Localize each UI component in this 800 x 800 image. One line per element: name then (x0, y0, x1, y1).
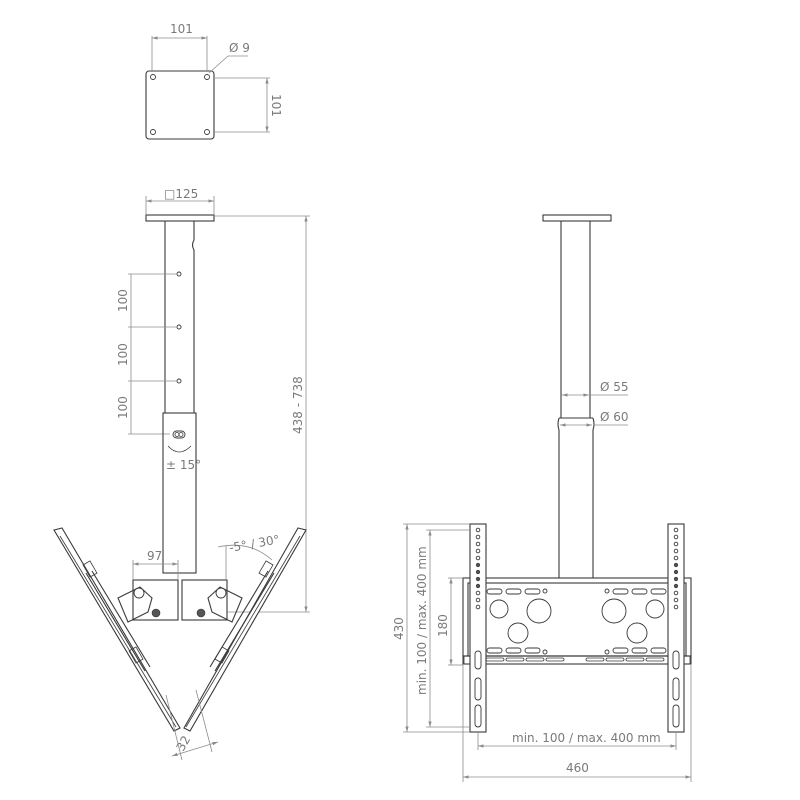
side-view: □125 100 100 100 ± 15° 438 - 738 (53, 187, 310, 761)
left-arm-holes (475, 527, 481, 610)
hole-spacing-1-label: 100 (116, 289, 130, 312)
right-arm-holes (673, 527, 679, 610)
vesa-horizontal-label: min. 100 / max. 400 mm (512, 731, 661, 745)
total-width-label: 460 (566, 761, 589, 775)
hole-spacing-3-label: 100 (116, 396, 130, 419)
plate-size-label: □125 (164, 187, 198, 201)
height-range-label: 438 - 738 (291, 376, 305, 434)
bracket-width-label: 97 (147, 549, 162, 563)
tilt-angle-label: -5° / 30° (228, 532, 281, 555)
plate-height-label: 101 (269, 94, 283, 117)
ceiling-plate-view: 101 Ø 9 101 (145, 22, 283, 140)
vesa-vertical-label: min. 100 / max. 400 mm (415, 546, 429, 695)
front-view: Ø 55 Ø 60 (392, 214, 692, 782)
pole-upper-diameter-label: Ø 55 (600, 380, 629, 394)
plate-width-label: 101 (170, 22, 193, 36)
depth-label: 32 (173, 733, 193, 753)
pole-lower-diameter-label: Ø 60 (600, 410, 629, 424)
frame-height-label: 180 (436, 614, 450, 637)
rotation-label: ± 15° (166, 458, 201, 472)
plate-hole-diameter-label: Ø 9 (229, 41, 250, 55)
total-height-label: 430 (392, 617, 406, 640)
hole-spacing-2-label: 100 (116, 343, 130, 366)
